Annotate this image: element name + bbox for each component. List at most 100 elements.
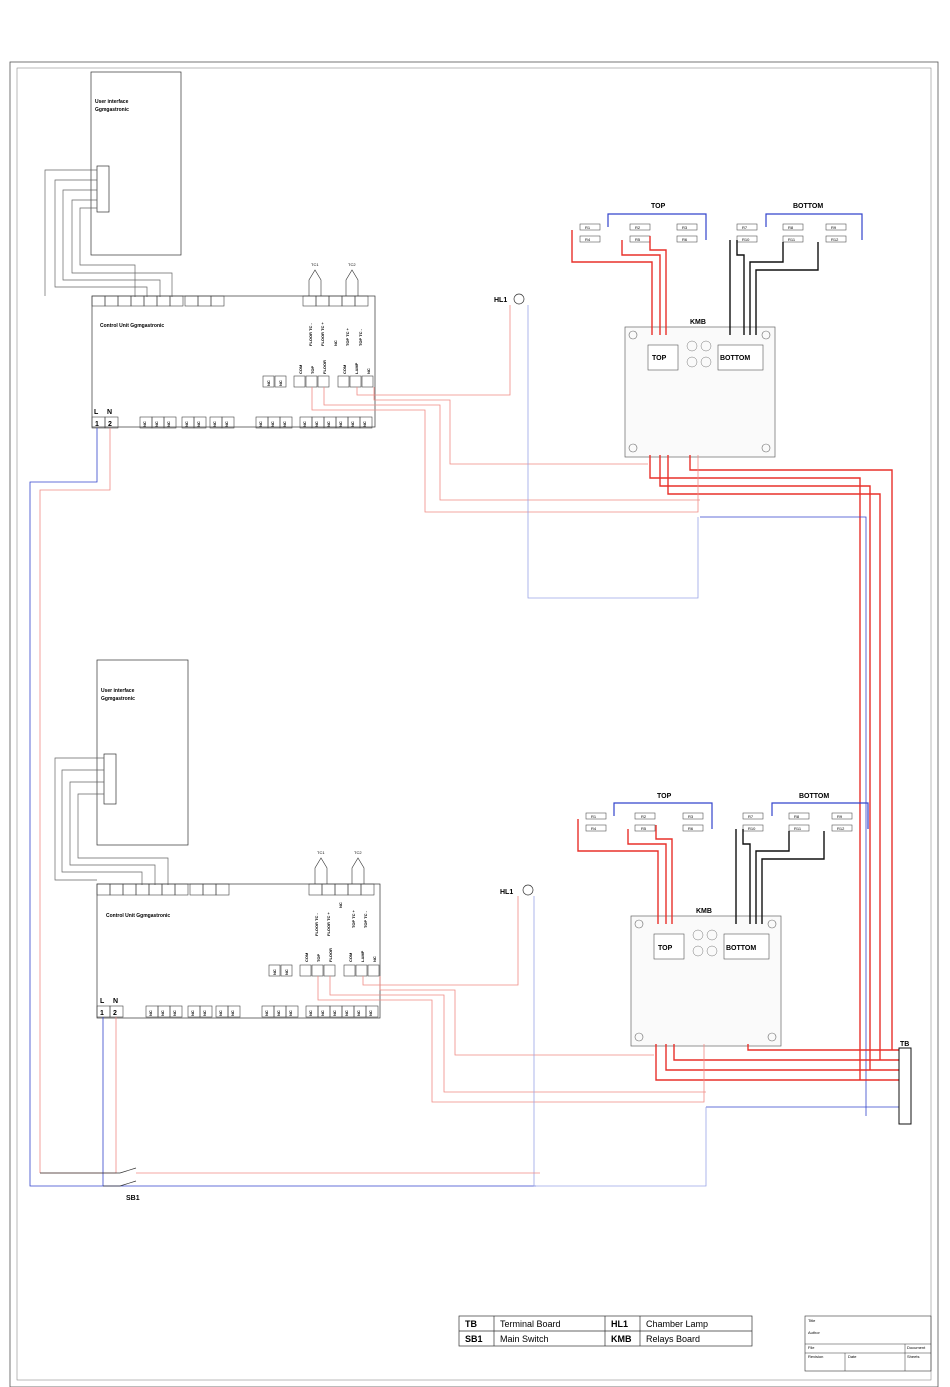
upper-kmb-label: KMB (690, 319, 706, 326)
lower-resistor-R2: R2 (641, 814, 647, 819)
upper-ui-cables (44, 169, 173, 297)
legend-code-sb1: SB1 (465, 1334, 483, 1344)
lower-resistor-R6: R6 (688, 826, 694, 831)
lower-cu-bottom-terminals (96, 1005, 379, 1018)
upper-resistor-R9: R9 (831, 225, 837, 230)
lower-nc-terminal-6: NC (230, 1010, 235, 1016)
lower-nc-terminal-4: NC (202, 1010, 207, 1016)
upper-resistor-R7: R7 (742, 225, 748, 230)
lower-kmb-mount-hole-3 (634, 1032, 644, 1042)
upper-relay-top: TOP (310, 366, 315, 374)
lower-kmb-capacitor-2 (706, 929, 718, 941)
lower-relay-nc: NC (372, 956, 377, 962)
upper-ui-line1: User interface (95, 99, 129, 105)
lower-cu-top-terminals (96, 883, 375, 896)
lower-bottom-label: BOTTOM (799, 793, 829, 800)
upper-kmb-top-relay (647, 344, 679, 371)
upper-nc-terminal-12: NC (326, 421, 331, 427)
lower-terminal-floor-tc-minus: FLOOR TC - (314, 912, 319, 936)
lower-nc-terminal-3: NC (190, 1010, 195, 1016)
upper-terminal-1: 1 (95, 421, 99, 428)
lower-L-label: L (100, 998, 105, 1005)
upper-nc-terminal-3: NC (184, 421, 189, 427)
upper-kmb-top-text: TOP (652, 355, 667, 362)
lower-nc-terminal-9: NC (288, 1010, 293, 1016)
upper-relay-lamp: LAMP (354, 362, 359, 374)
lower-top-label: TOP (657, 793, 672, 800)
lower-kmb-capacitor-1 (692, 929, 704, 941)
lower-user-interface-label: User interface Ggmgastronic (101, 688, 136, 702)
upper-L-label: L (94, 409, 99, 416)
upper-terminal-top-tc-plus: TOP TC + (345, 327, 350, 346)
upper-tc1-label: TC1 (311, 262, 319, 267)
upper-kmb-mount-hole-3 (628, 443, 638, 453)
upper-thermocouples (308, 269, 359, 296)
upper-nc-terminal-6: NC (224, 421, 229, 427)
lower-N-label: N (113, 998, 118, 1005)
upper-cu-bottom-terminals (91, 416, 373, 429)
upper-kmb-mount-hole-2 (761, 330, 771, 340)
upper-wires-black (729, 240, 819, 335)
upper-nc-terminal-2: NC (166, 421, 171, 427)
upper-nc-terminal-11: NC (314, 421, 319, 427)
upper-control-unit-box (91, 295, 376, 428)
lower-nc-terminal-5: NC (218, 1010, 223, 1016)
lower-resistor-R11: R11 (794, 826, 802, 831)
lower-ui-cables (54, 757, 169, 885)
title-block-date: Date (848, 1354, 857, 1359)
title-block-revision: Revision (808, 1354, 823, 1359)
upper-terminal-floor-tc-plus: FLOOR TC + (320, 321, 325, 346)
lower-kmb-capacitor-3 (692, 945, 704, 957)
inner-frame (16, 67, 932, 1381)
lower-nc-terminal-2: NC (172, 1010, 177, 1016)
upper-resistor-R3: R3 (682, 225, 688, 230)
upper-nc-terminal-13: NC (338, 421, 343, 427)
legend-desc-hl1: Chamber Lamp (646, 1319, 708, 1329)
legend-desc-tb: Terminal Board (500, 1319, 561, 1329)
lower-relay-top: TOP (316, 954, 321, 962)
lower-wires-red (577, 819, 904, 1081)
lower-terminal-2: 2 (113, 1010, 117, 1017)
lower-nc-terminal-12: NC (332, 1010, 337, 1016)
upper-terminal-nc-tc: NC (333, 340, 338, 346)
upper-cu-top-terminals (91, 295, 369, 307)
lower-relay-floor: FLOOR (328, 948, 333, 962)
upper-top-label: TOP (651, 203, 666, 210)
upper-hl1-lamp-icon (513, 293, 525, 305)
lower-resistors-top (585, 812, 704, 832)
upper-user-interface-label: User interface Ggmgastronic (95, 99, 130, 113)
lower-nc-terminal-7: NC (264, 1010, 269, 1016)
upper-ui-connector (96, 165, 110, 213)
title-block-file: File (808, 1345, 815, 1350)
lower-ui-line2: Ggmgastronic (101, 696, 135, 702)
upper-kmb-bottom-text: BOTTOM (720, 355, 750, 362)
upper-resistor-R12: R12 (831, 237, 839, 242)
lower-resistor-R3: R3 (688, 814, 694, 819)
lower-relay-terminals (268, 964, 380, 977)
lower-relay-com-1: COM (304, 952, 309, 962)
lower-control-unit-box (96, 883, 381, 1019)
lower-nc-terminal-8: NC (276, 1010, 281, 1016)
lower-kmb-bottom-relay (723, 933, 770, 960)
upper-control-unit-label: Control Unit Ggmgastronic (100, 323, 164, 329)
upper-nc-terminal-14: NC (350, 421, 355, 427)
lower-relay-com-2: COM (348, 952, 353, 962)
lower-resistor-R4: R4 (591, 826, 597, 831)
legend-table (458, 1315, 753, 1347)
lower-wires-light-blue (533, 896, 707, 1187)
lower-kmb-mount-hole-4 (767, 1032, 777, 1042)
upper-terminal-floor-tc-minus: FLOOR TC - (308, 322, 313, 346)
upper-ui-line2: Ggmgastronic (95, 107, 129, 113)
lower-tc2-label: TC2 (354, 850, 362, 855)
upper-resistors-bottom (736, 223, 847, 243)
lower-relay-lamp: LAMP (360, 950, 365, 962)
lower-terminal-top-tc-minus: TOP TC - (363, 910, 368, 928)
lower-terminal-1: 1 (100, 1010, 104, 1017)
upper-resistor-R2: R2 (635, 225, 641, 230)
lower-kmb-capacitor-4 (706, 945, 718, 957)
upper-wires-red (571, 230, 893, 1080)
upper-kmb-mount-hole-4 (761, 443, 771, 453)
lower-kmb-mount-hole-1 (634, 919, 644, 929)
